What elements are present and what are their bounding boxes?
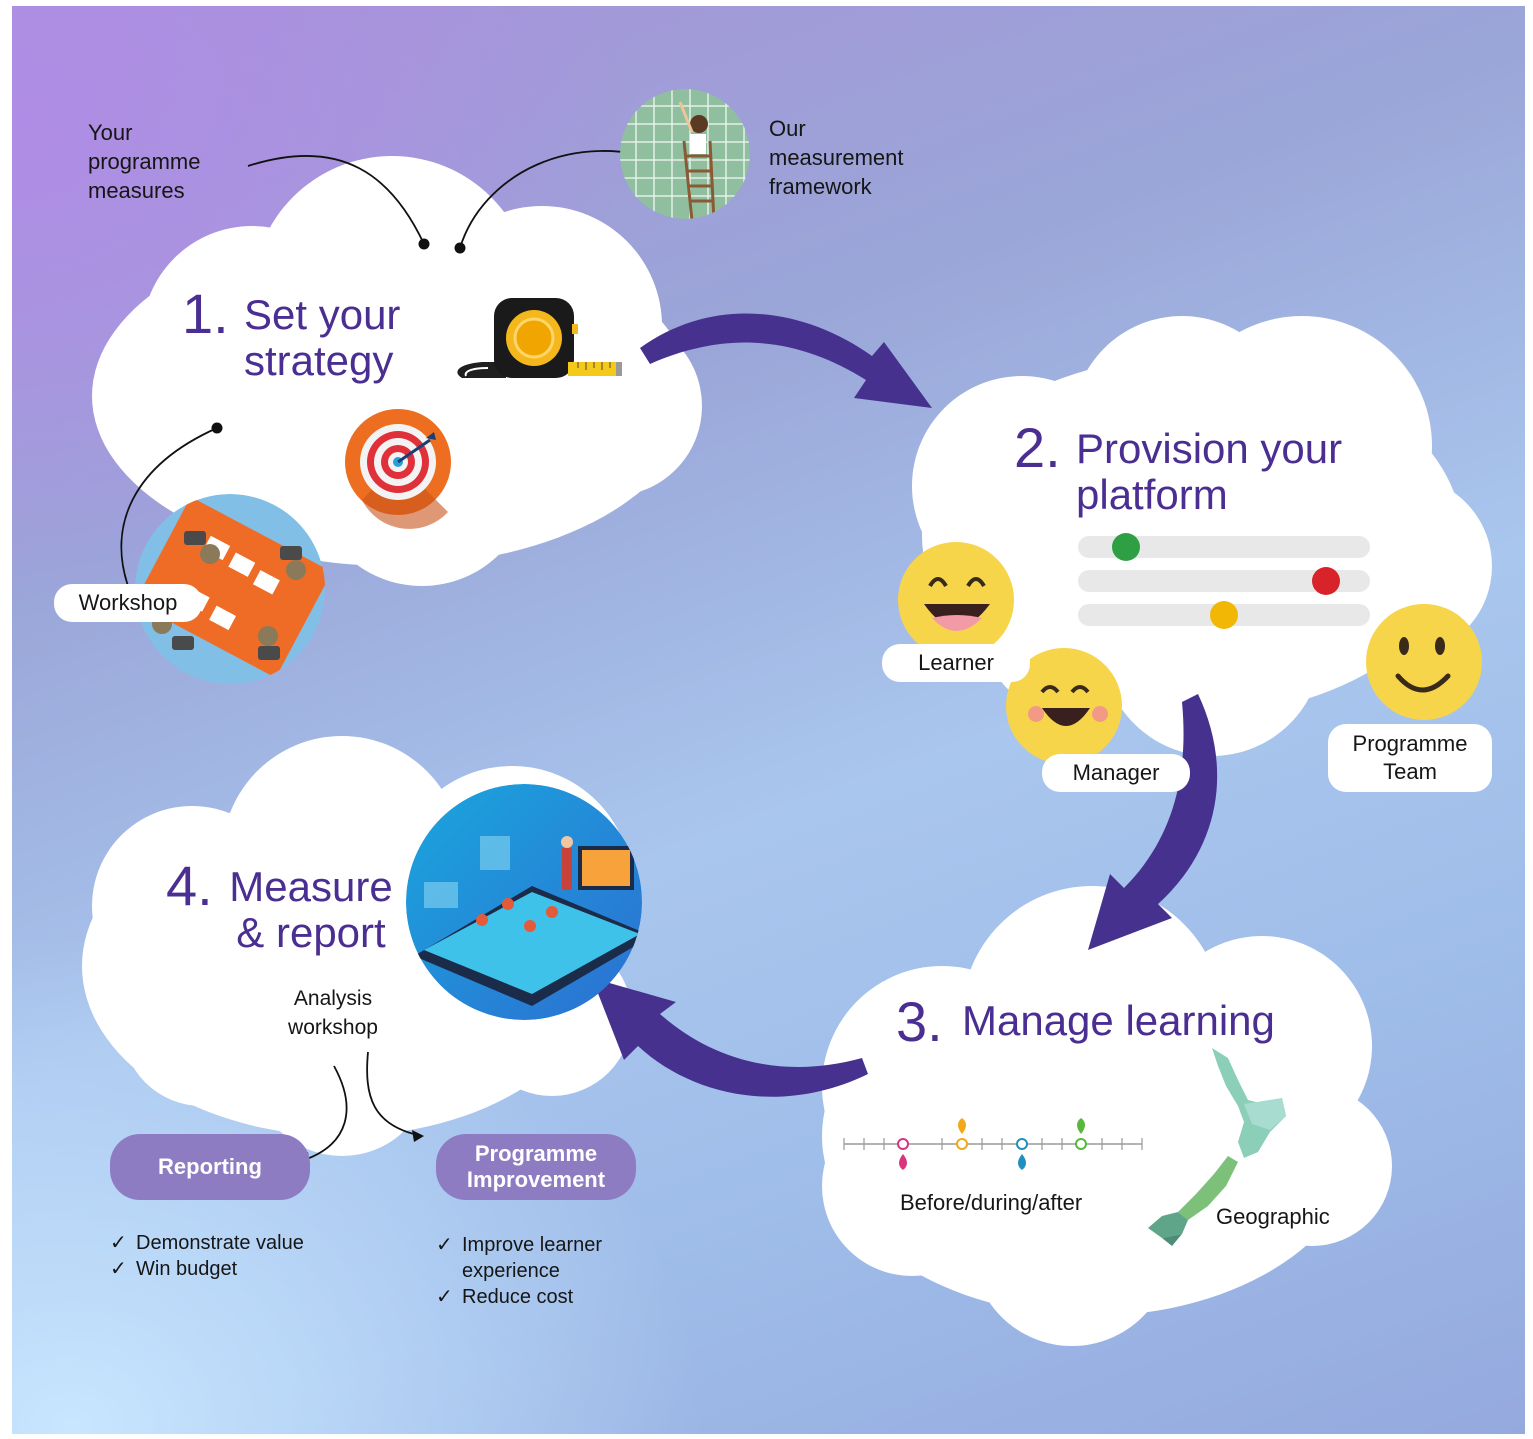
programme-team-label: Programme Team (1328, 724, 1492, 792)
manager-label: Manager (1042, 754, 1190, 792)
step-4-title: Measure & report (229, 863, 393, 956)
step-3-title: Manage learning (962, 997, 1275, 1044)
geographic-label: Geographic (1216, 1204, 1330, 1229)
reporting-checklist: ✓Demonstrate value ✓Win budget (110, 1230, 304, 1282)
reporting-pill: Reporting (110, 1134, 310, 1200)
step-4-number: 4. (166, 854, 213, 917)
nz-map-icon (1148, 1048, 1286, 1246)
slider-knob-yellow (1210, 601, 1238, 629)
smile-emoji-icon (1366, 604, 1482, 720)
list-item: ✓Reduce cost (436, 1286, 574, 1308)
step-1-number: 1. (182, 282, 229, 345)
slider-knob-red (1312, 567, 1340, 595)
infographic-canvas: 1. Set your strategy 2. Provision your p… (12, 6, 1525, 1434)
analysis-workshop-label: Analysis workshop (288, 987, 378, 1039)
list-item-continuation: experience (462, 1260, 560, 1282)
slider-group (1078, 533, 1370, 629)
workshop-label: Workshop (54, 584, 202, 622)
learner-label: Learner (882, 644, 1030, 682)
check-icon: ✓ (436, 1286, 453, 1308)
connector-lines (120, 150, 673, 1163)
step-2-number: 2. (1014, 416, 1061, 479)
check-icon: ✓ (436, 1234, 453, 1256)
list-item: ✓Improve learner (436, 1234, 603, 1256)
target-icon (345, 409, 451, 529)
timeline-icon (843, 1118, 1143, 1170)
ladder-grid-icon (620, 89, 750, 219)
improvement-checklist: ✓Improve learner experience ✓Reduce cost (436, 1232, 602, 1310)
programme-improvement-pill: Programme Improvement (436, 1134, 636, 1200)
list-item: ✓Demonstrate value (110, 1232, 304, 1254)
list-item: ✓Win budget (110, 1258, 238, 1280)
check-icon: ✓ (110, 1232, 127, 1254)
classroom-phone-icon (406, 784, 642, 1020)
grinning-emoji-icon (1006, 648, 1122, 764)
laughing-emoji-icon (898, 542, 1014, 658)
before-during-after-label: Before/during/after (900, 1190, 1083, 1215)
slider-track (1078, 536, 1370, 558)
check-icon: ✓ (110, 1258, 127, 1280)
step-3-number: 3. (896, 990, 943, 1053)
measurement-framework-label: Our measurement framework (769, 116, 904, 199)
cloud-step-3 (822, 886, 1392, 1346)
step-1-title: Set your strategy (244, 291, 401, 384)
slider-knob-green (1112, 533, 1140, 561)
step-2-title: Provision your platform (1076, 425, 1343, 518)
tape-measure-icon (457, 298, 622, 378)
slider-track (1078, 570, 1370, 592)
programme-measures-label: Your programme measures (88, 120, 201, 203)
flow-arrows (592, 313, 1218, 1097)
